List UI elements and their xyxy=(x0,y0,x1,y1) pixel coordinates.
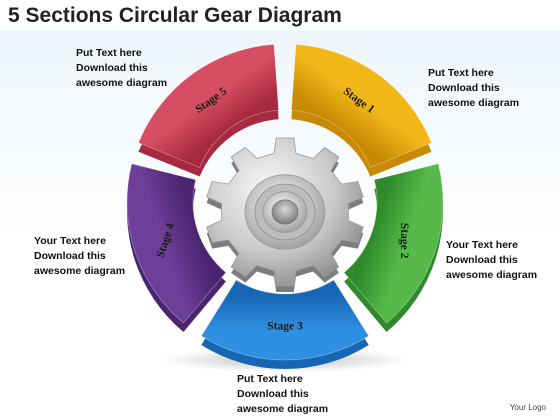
stage-label-2: Stage 2 xyxy=(398,223,410,259)
note-mid-left: Your Text here Download this awesome dia… xyxy=(34,235,126,277)
stage-segment-1: Stage 1 xyxy=(290,43,433,177)
stage-segment-face xyxy=(137,43,280,169)
note-top-left: Put Text here Download this awesome diag… xyxy=(76,47,168,89)
stage-segment-4: Stage 4 xyxy=(126,163,227,333)
stage-segment-face xyxy=(126,163,227,324)
note-mid-right: Your Text here Download this awesome dia… xyxy=(446,239,538,281)
stage-segment-5: Stage 5 xyxy=(137,43,280,177)
gear-hub-ring-4 xyxy=(271,199,299,225)
note-top-right: Put Text here Download this awesome diag… xyxy=(428,67,520,109)
note-bottom: Put Text here Download this awesome diag… xyxy=(237,373,329,415)
gear-icon xyxy=(206,137,364,292)
stage-label-3: Stage 3 xyxy=(267,321,303,333)
page-title: 5 Sections Circular Gear Diagram xyxy=(8,4,342,27)
stage-segment-face xyxy=(200,279,370,361)
logo: Your Logo xyxy=(509,403,546,412)
stage-segment-3: Stage 3 xyxy=(200,279,370,369)
stage-segment-face xyxy=(290,43,433,169)
stage-segment-2: Stage 2 xyxy=(343,163,444,333)
stage-segment-face xyxy=(343,163,444,324)
